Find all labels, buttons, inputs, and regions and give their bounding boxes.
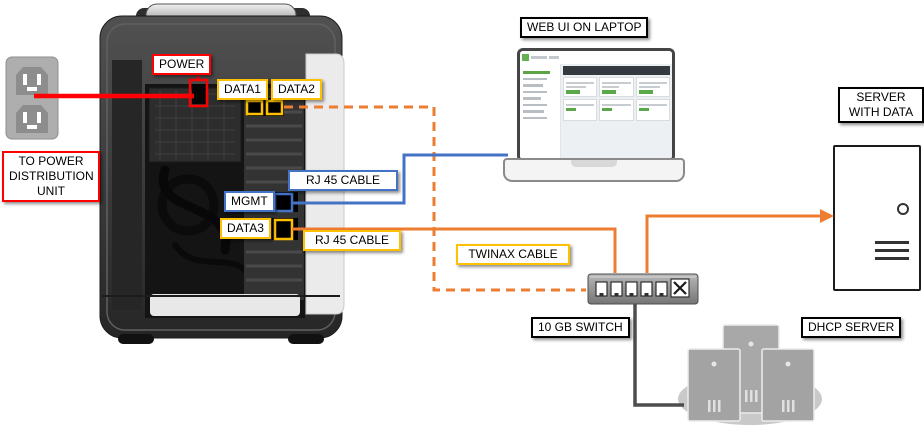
switch-illustration (587, 273, 699, 305)
server-with-data-label: SERVER WITH DATA (838, 87, 924, 123)
webui-sidebar (520, 64, 561, 159)
dhcp-server-label: DHCP SERVER (801, 317, 902, 338)
rj45-cable-mgmt-label: RJ 45 CABLE (288, 170, 398, 191)
server-power-button-icon (897, 203, 909, 215)
switch-10gb-label: 10 GB SWITCH (531, 317, 630, 338)
data2-label: DATA2 (271, 79, 322, 100)
laptop-screen (517, 48, 675, 162)
dhcp-tower-left (687, 348, 741, 422)
server-with-data-illustration (833, 145, 921, 291)
power-supply-unit (148, 84, 242, 163)
laptop-base (503, 158, 685, 182)
data2-port-highlight (265, 99, 284, 116)
webui-main-content (561, 64, 672, 159)
webui-header-band (563, 66, 670, 75)
power-label: POWER (152, 54, 212, 75)
server-vent-line (875, 241, 909, 244)
switch-to-server-line (645, 214, 820, 273)
rj45-cable-data-label: RJ 45 CABLE (303, 230, 401, 251)
data1-label: DATA1 (217, 79, 268, 100)
webui-topbar (520, 51, 672, 64)
server-vent-line (875, 249, 909, 252)
dhcp-server-cluster-icon (678, 324, 822, 425)
webui-logo-icon (522, 54, 529, 61)
switch-uplink-icon (670, 278, 690, 298)
server-vent-line (875, 257, 909, 260)
power-inlet-port (192, 84, 206, 104)
data3-port-highlight (273, 218, 294, 241)
data1-port-highlight (245, 99, 264, 116)
twinax-cable-line (284, 105, 586, 292)
switch-ports (595, 281, 668, 297)
power-distribution-label: TO POWER DISTRIBUTION UNIT (2, 151, 100, 202)
data3-label: DATA3 (220, 218, 271, 239)
power-outlet-icon (5, 56, 59, 140)
web-ui-label: WEB UI ON LAPTOP (520, 17, 649, 38)
arrowhead-to-server (820, 209, 834, 223)
rj45-cable-mgmt-line (292, 153, 508, 205)
power-port-highlight (188, 78, 209, 108)
dhcp-tower-right (761, 348, 815, 422)
laptop-notch (571, 160, 617, 167)
mgmt-label: MGMT (224, 191, 275, 212)
rj45-cable-data3-line (292, 227, 617, 273)
laptop-illustration (503, 48, 685, 184)
mgmt-port-highlight (273, 192, 294, 213)
switch-to-dhcp-line (633, 304, 684, 407)
twinax-cable-label: TWINAX CABLE (456, 244, 570, 265)
